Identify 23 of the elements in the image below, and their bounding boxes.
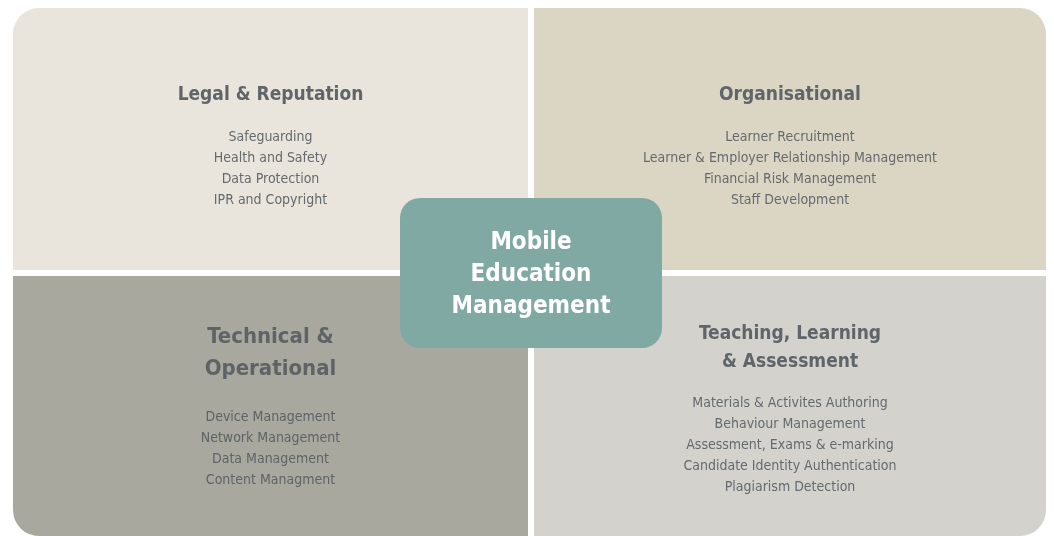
central-topic-title: Mobile Education Management [450,226,612,321]
topic-item: Content Managment [205,469,336,489]
category-heading: Organisational [718,81,862,106]
topic-item: Behaviour Management [714,414,866,434]
topic-item: Data Management [211,448,330,468]
category-heading: Technical & Operational [203,322,338,382]
topic-item: Health and Safety [213,147,328,167]
topic-item: Assessment, Exams & e-marking [686,435,894,455]
topic-item: Staff Development [730,189,850,209]
topic-item: Data Protection [221,168,320,188]
topic-item: Candidate Identity Authentication [683,456,897,476]
topic-item: Safeguarding [228,126,313,146]
topic-item: Plagiarism Detection [724,477,856,497]
topic-item: Learner Recruitment [725,126,855,146]
topic-item: Device Management [205,406,336,426]
topic-item: Network Management [200,427,341,447]
topic-item: Learner & Employer Relationship Management [643,147,937,167]
category-heading: Teaching, Learning & Assessment [697,320,883,373]
central-topic-box [400,198,662,348]
topic-item: Financial Risk Management [703,168,877,188]
topic-item: Materials & Activites Authoring [692,393,888,413]
topic-item: IPR and Copyright [213,189,328,209]
category-heading: Legal & Reputation [176,81,365,106]
